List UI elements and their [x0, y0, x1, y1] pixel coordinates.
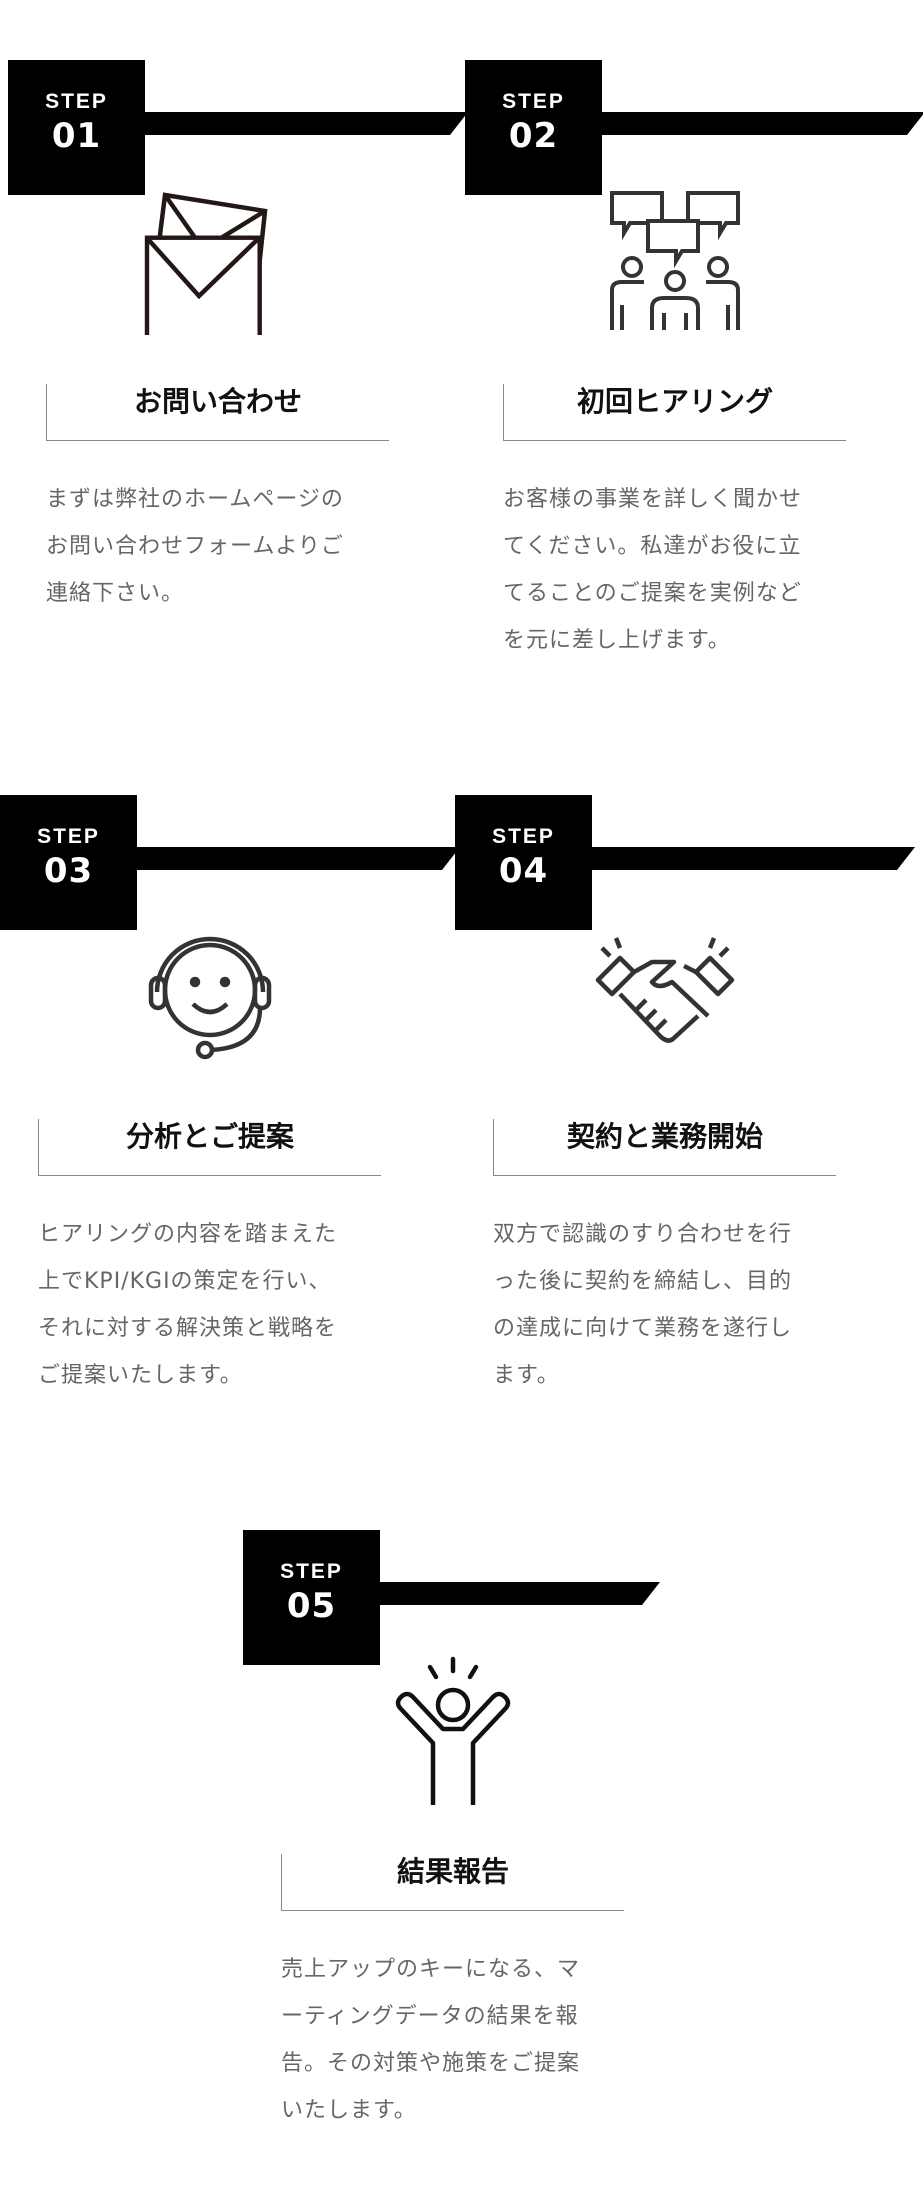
envelope-icon: [143, 185, 293, 343]
step-bar: [373, 1582, 660, 1605]
step-bar: [595, 112, 923, 135]
step-label: STEP: [492, 825, 555, 848]
step-badge: STEP 03: [0, 795, 137, 930]
desc-line: それに対する解決策と戦略を: [38, 1316, 338, 1341]
headset-icon: [135, 920, 285, 1070]
handshake-icon: [590, 920, 740, 1070]
celebrate-person-icon: [378, 1655, 528, 1808]
desc-line: ご提案いたします。: [38, 1363, 243, 1388]
desc-line: てください。私達がお役に立: [503, 534, 802, 559]
desc-line: 上でKPI/KGIの策定を行い、: [38, 1269, 332, 1294]
desc-line: ーティングデータの結果を報: [281, 2004, 579, 2029]
desc-line: 売上アップのキーになる、マ: [281, 1957, 581, 1982]
step-label: STEP: [502, 90, 565, 113]
desc-line: 連絡下さい。: [46, 581, 185, 606]
step-number: 02: [508, 116, 559, 156]
desc-line: まずは弊社のホームページの: [46, 487, 344, 512]
desc-line: お問い合わせフォームよりご: [46, 534, 344, 559]
step-badge: STEP 04: [455, 795, 592, 930]
step-number: 05: [286, 1586, 337, 1626]
desc-line: 告。その対策や施策をご提案: [281, 2051, 581, 2076]
desc-line: ます。: [493, 1363, 560, 1388]
step-label: STEP: [45, 90, 108, 113]
step-description: 売上アップのキーになる、マーティングデータの結果を報告。その対策や施策をご提案い…: [281, 1946, 631, 2134]
step-01: STEP 01 お問い合わせ まずは弊社のホームページのお問い合わせフォームよりご…: [8, 60, 468, 720]
step-description: お客様の事業を詳しく聞かせてください。私達がお役に立てることのご提案を実例などを…: [503, 476, 853, 664]
desc-line: てることのご提案を実例など: [503, 581, 802, 606]
step-title: 契約と業務開始: [493, 1119, 836, 1176]
step-title: 結果報告: [281, 1854, 624, 1911]
step-badge: STEP 01: [8, 60, 145, 195]
step-03: STEP 03 分析とご提案 ヒアリングの内容を踏まえた上でKPI/KGIの策定を…: [0, 795, 460, 1455]
step-description: 双方で認識のすり合わせを行った後に契約を締結し、目的の達成に向けて業務を遂行しま…: [493, 1211, 843, 1399]
step-number: 04: [498, 851, 549, 891]
step-label: STEP: [37, 825, 100, 848]
desc-line: の達成に向けて業務を遂行し: [493, 1316, 793, 1341]
step-description: まずは弊社のホームページのお問い合わせフォームよりご連絡下さい。: [46, 476, 396, 617]
meeting-people-icon: [600, 185, 750, 335]
desc-line: お客様の事業を詳しく聞かせ: [503, 487, 803, 512]
desc-line: 双方で認識のすり合わせを行: [493, 1222, 793, 1247]
step-badge: STEP 05: [243, 1530, 380, 1665]
step-bar: [138, 112, 468, 135]
desc-line: った後に契約を締結し、目的: [493, 1269, 793, 1294]
step-05: STEP 05 結果報告 売上アップのキーになる、マーティングデータの結果を報告。…: [243, 1530, 703, 2190]
step-number: 01: [51, 116, 102, 156]
step-title: 初回ヒアリング: [503, 384, 846, 441]
step-description: ヒアリングの内容を踏まえた上でKPI/KGIの策定を行い、それに対する解決策と戦…: [38, 1211, 388, 1399]
step-title: お問い合わせ: [46, 384, 389, 441]
step-bar: [585, 847, 915, 870]
desc-line: ヒアリングの内容を踏まえた: [38, 1222, 338, 1247]
step-02: STEP 02 初回ヒアリング お客様の事業を詳しく聞かせてください。私達がお役に…: [465, 60, 923, 720]
step-04: STEP 04 契約と業務開始 双方で認識のすり合わせを行った後に契約を締結し、目…: [455, 795, 915, 1455]
step-number: 03: [43, 851, 94, 891]
desc-line: いたします。: [281, 2098, 417, 2123]
desc-line: を元に差し上げます。: [503, 628, 731, 653]
step-badge: STEP 02: [465, 60, 602, 195]
step-title: 分析とご提案: [38, 1119, 381, 1176]
step-label: STEP: [280, 1560, 343, 1583]
step-bar: [130, 847, 460, 870]
